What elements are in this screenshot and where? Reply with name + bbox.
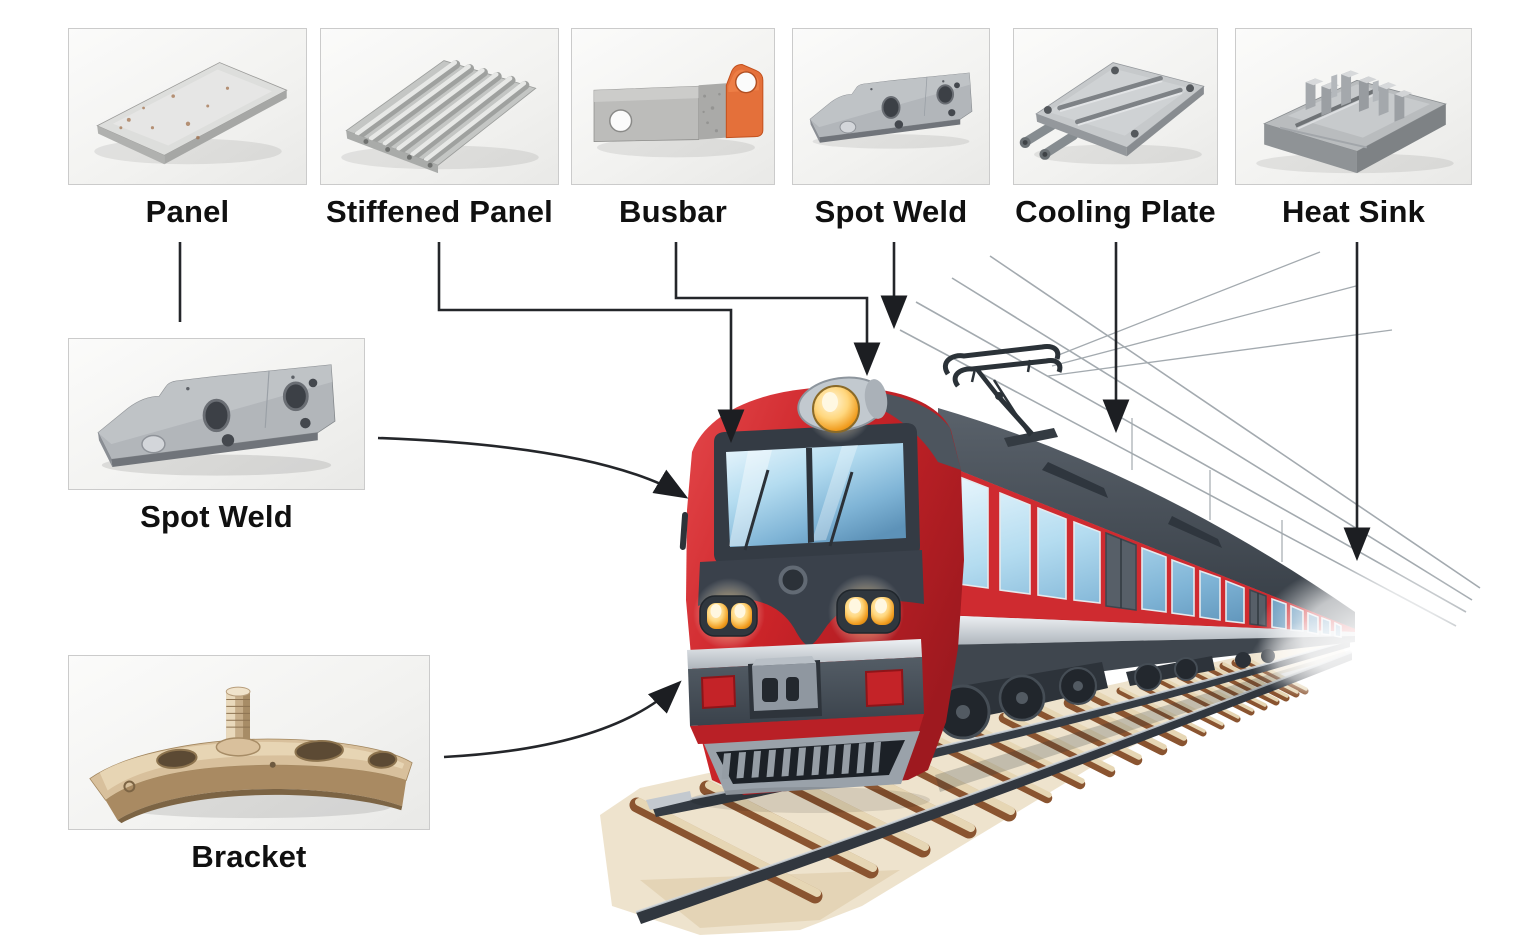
connector-stiffened-panel: [437, 242, 745, 444]
part-card-stiffened-panel: Stiffened Panel: [320, 28, 559, 230]
stiffened-panel-image: [320, 28, 559, 185]
spot-weld-top-image: [792, 28, 990, 185]
panel-label: Panel: [145, 194, 230, 229]
part-card-cooling-plate: Cooling Plate: [1013, 28, 1218, 230]
busbar-label: Busbar: [618, 194, 727, 229]
cooling-plate-label: Cooling Plate: [1015, 194, 1216, 229]
spot-weld-left-label: Spot Weld: [140, 499, 293, 534]
bracket-image: [68, 655, 430, 830]
heat-sink-image: [1235, 28, 1472, 185]
headlight-right: [836, 589, 901, 634]
spot-weld-left-image: [68, 338, 365, 490]
headlight-left: [699, 595, 758, 637]
roof-headlight: [797, 375, 888, 443]
panel-image: [68, 28, 307, 185]
bracket-pin: [225, 686, 251, 747]
train-body-side: [935, 408, 1355, 740]
part-card-spot-weld-left: Spot Weld: [68, 338, 365, 535]
coupler-box: [748, 656, 822, 719]
connector-lines: [178, 242, 1371, 759]
connector-bracket: [443, 680, 682, 759]
windshield-glass: [726, 443, 906, 547]
track-sleepers: [629, 657, 1309, 904]
front-grille: [704, 731, 920, 795]
train-illustration: [679, 344, 1487, 813]
front-silver-band: [687, 639, 922, 669]
train-cab-front: [679, 375, 964, 813]
busbar-image: [571, 28, 775, 185]
part-card-heat-sink: Heat Sink: [1235, 28, 1472, 230]
part-card-spot-weld-top: Spot Weld: [792, 28, 990, 230]
connector-busbar: [674, 242, 881, 377]
part-card-bracket: Bracket: [68, 655, 430, 875]
connector-spot-weld-left: [377, 436, 689, 499]
part-card-panel: Panel: [68, 28, 307, 230]
bracket-label: Bracket: [191, 839, 307, 874]
spot-weld-top-label: Spot Weld: [814, 194, 968, 229]
stiffened-panel-label: Stiffened Panel: [326, 194, 553, 229]
nose-panel: [698, 550, 924, 646]
heat-sink-label: Heat Sink: [1281, 194, 1426, 229]
cab-emblem: [778, 565, 808, 595]
part-card-busbar: Busbar: [571, 28, 775, 230]
pantograph: [942, 344, 1063, 447]
cooling-plate-image: [1013, 28, 1218, 185]
